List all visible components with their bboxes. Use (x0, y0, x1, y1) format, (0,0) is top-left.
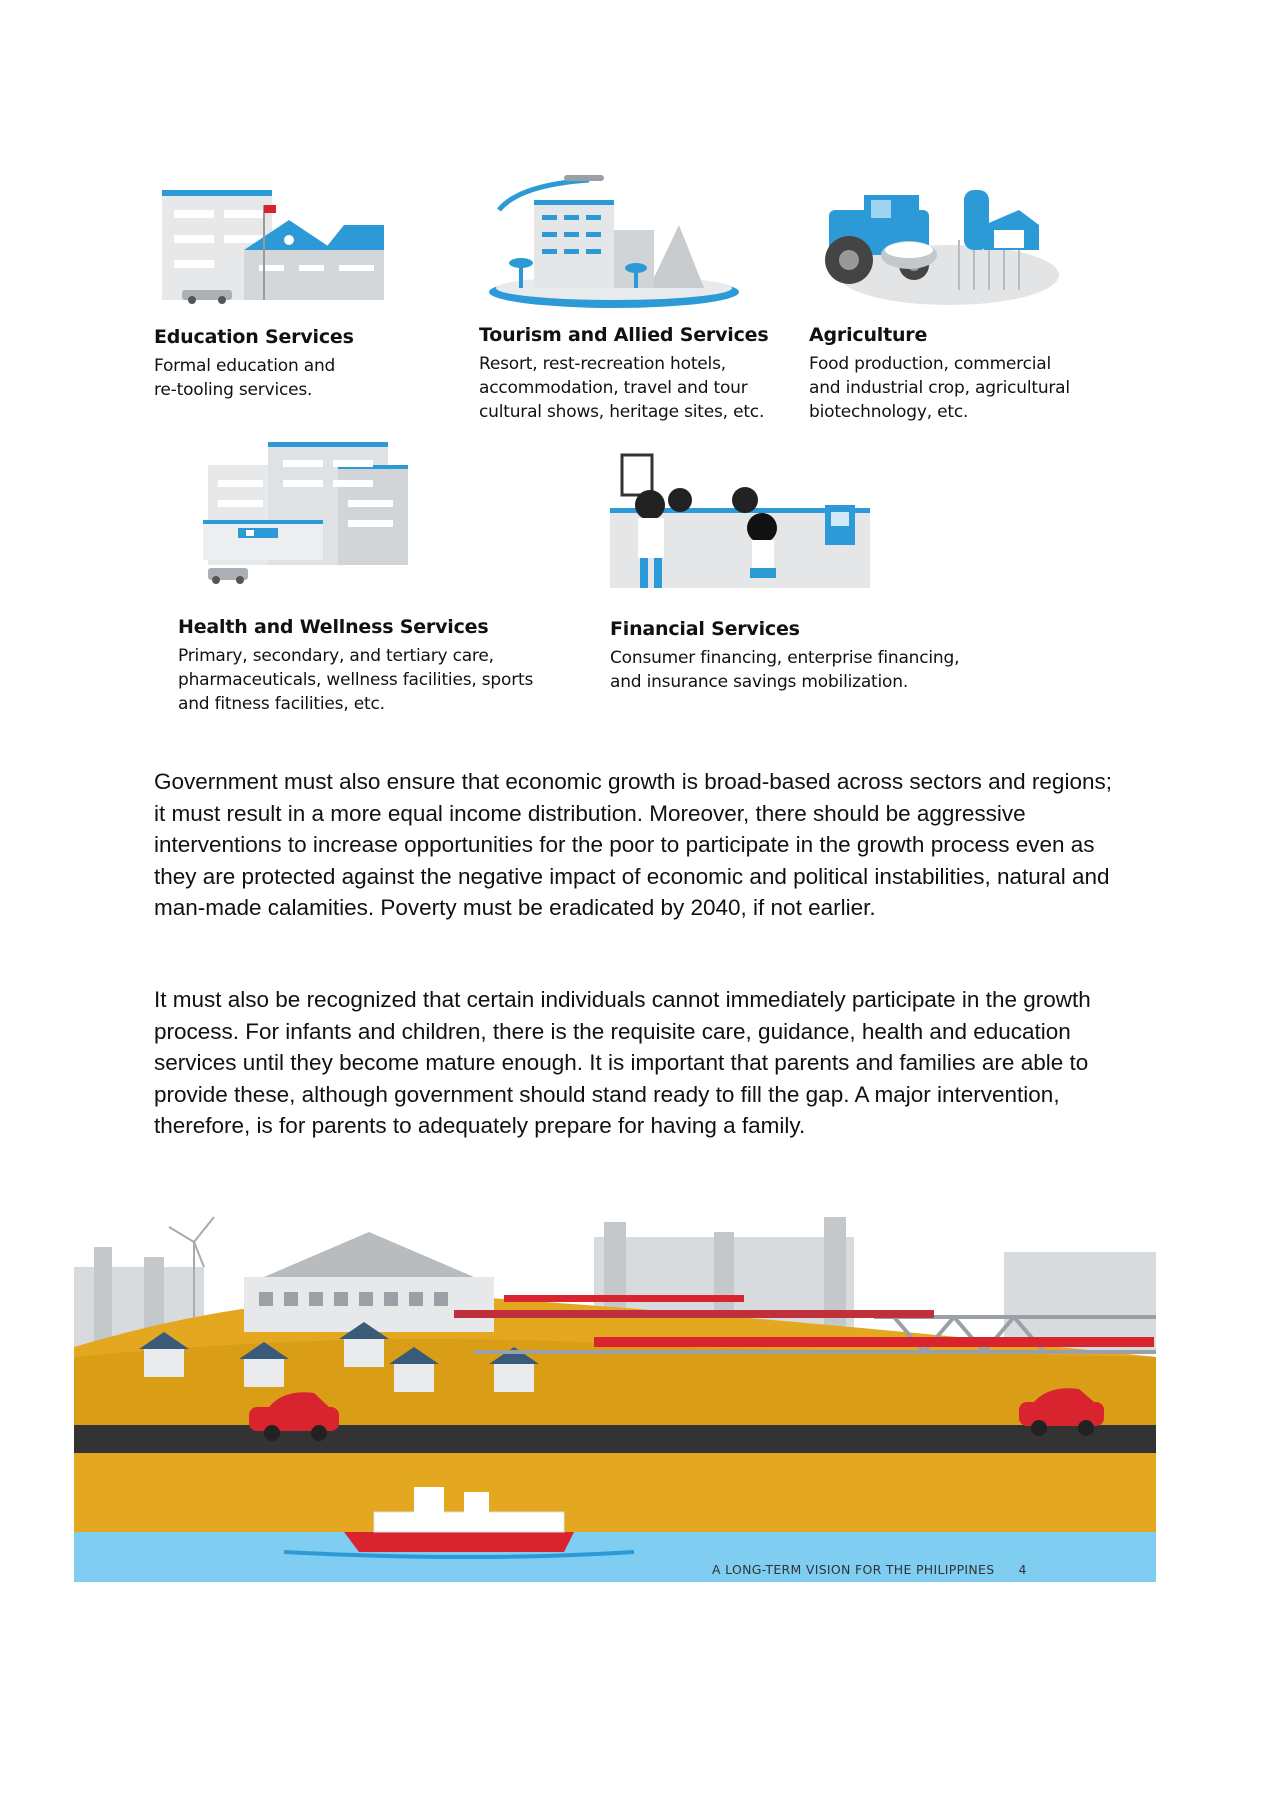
service-description: Formal education and re-tooling services… (154, 356, 336, 400)
service-card-education: Education Services Formal education and … (154, 180, 414, 402)
service-title: Health and Wellness Services (178, 616, 489, 638)
page-footer: A LONG-TERM VISION FOR THE PHILIPPINES 4 (712, 1562, 1027, 1577)
city-landscape-illustration (74, 1207, 1156, 1582)
resort-island-icon (489, 175, 739, 308)
service-description: Consumer financing, enterprise financing… (610, 648, 960, 692)
service-title: Education Services (154, 326, 354, 348)
hospital-building-icon (203, 442, 408, 584)
service-card-financial: Financial Services Consumer financing, e… (610, 450, 1030, 694)
body-paragraph: Government must also ensure that economi… (154, 769, 1112, 920)
service-card-tourism: Tourism and Allied Services Resort, rest… (479, 170, 789, 424)
body-paragraph: It must also be recognized that certain … (154, 987, 1091, 1138)
page-number: 4 (1018, 1562, 1027, 1577)
service-description: Primary, secondary, and tertiary care, p… (178, 646, 534, 714)
service-title: Agriculture (809, 324, 928, 346)
service-description: Resort, rest-recreation hotels, accommod… (479, 354, 765, 422)
service-card-health: Health and Wellness Services Primary, se… (178, 440, 598, 716)
service-description: Food production, commercial and industri… (809, 354, 1070, 422)
tractor-farm-icon (825, 190, 1059, 305)
bank-counter-icon (610, 453, 870, 588)
service-card-agriculture: Agriculture Food production, commercial … (809, 180, 1109, 424)
service-title: Tourism and Allied Services (479, 324, 769, 346)
service-title: Financial Services (610, 618, 800, 640)
school-building-icon (162, 190, 384, 304)
footer-title: A LONG-TERM VISION FOR THE PHILIPPINES (712, 1562, 995, 1577)
